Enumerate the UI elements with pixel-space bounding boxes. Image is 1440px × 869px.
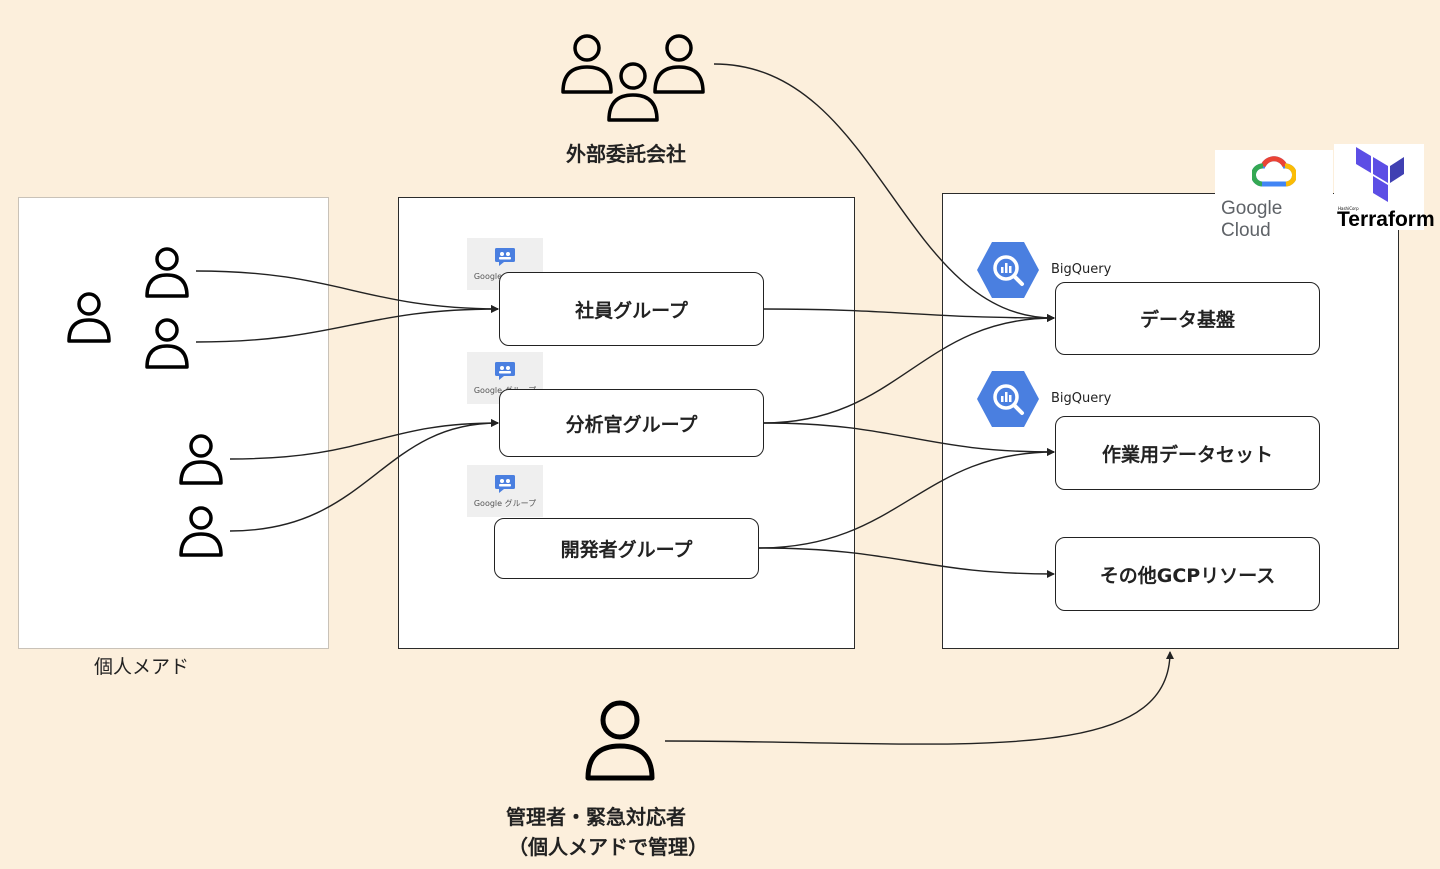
google-cloud-logo: Google Cloud bbox=[1215, 150, 1333, 241]
person-icon bbox=[179, 506, 223, 557]
person-icon bbox=[145, 247, 189, 298]
data-platform-node: データ基盤 bbox=[1055, 282, 1320, 355]
admin-person-icon bbox=[585, 700, 655, 781]
admin-label-line1: 管理者・緊急対応者 bbox=[506, 805, 686, 829]
google-groups-icon bbox=[495, 361, 515, 380]
admin-label-line2: （個人メアドで管理） bbox=[508, 835, 708, 859]
google-cloud-icon bbox=[1252, 156, 1296, 187]
work-dataset-node: 作業用データセット bbox=[1055, 416, 1320, 490]
hashicorp-text: HashiCorp bbox=[1338, 206, 1359, 211]
google-groups-icon bbox=[495, 474, 515, 493]
bigquery-icon bbox=[977, 242, 1039, 298]
person-icon bbox=[67, 292, 111, 343]
terraform-icon bbox=[1356, 147, 1404, 202]
developer-group-node: 開発者グループ bbox=[494, 518, 759, 579]
bigquery-label: BigQuery bbox=[1051, 391, 1112, 406]
google-cloud-text: Google Cloud bbox=[1221, 198, 1283, 241]
bigquery-icon bbox=[977, 371, 1039, 427]
personal-email-label: 個人メアド bbox=[94, 656, 190, 678]
google-groups-badge: Google グループ bbox=[467, 465, 543, 517]
google-groups-text: Google グループ bbox=[473, 498, 537, 508]
analyst-group-node: 分析官グループ bbox=[499, 389, 764, 457]
other-gcp-resources-node: その他GCPリソース bbox=[1055, 537, 1320, 611]
employee-group-node: 社員グループ bbox=[499, 272, 764, 346]
person-icon bbox=[179, 434, 223, 485]
terraform-text: Terraform bbox=[1337, 208, 1435, 231]
google-groups-icon bbox=[495, 247, 515, 266]
terraform-logo: HashiCorp Terraform bbox=[1334, 144, 1435, 231]
people-group-icon bbox=[561, 34, 705, 122]
person-icon bbox=[145, 318, 189, 369]
external-contractor-label: 外部委託会社 bbox=[566, 142, 686, 166]
bigquery-label: BigQuery bbox=[1051, 262, 1112, 277]
edge-admin-gcp bbox=[664, 651, 1174, 745]
